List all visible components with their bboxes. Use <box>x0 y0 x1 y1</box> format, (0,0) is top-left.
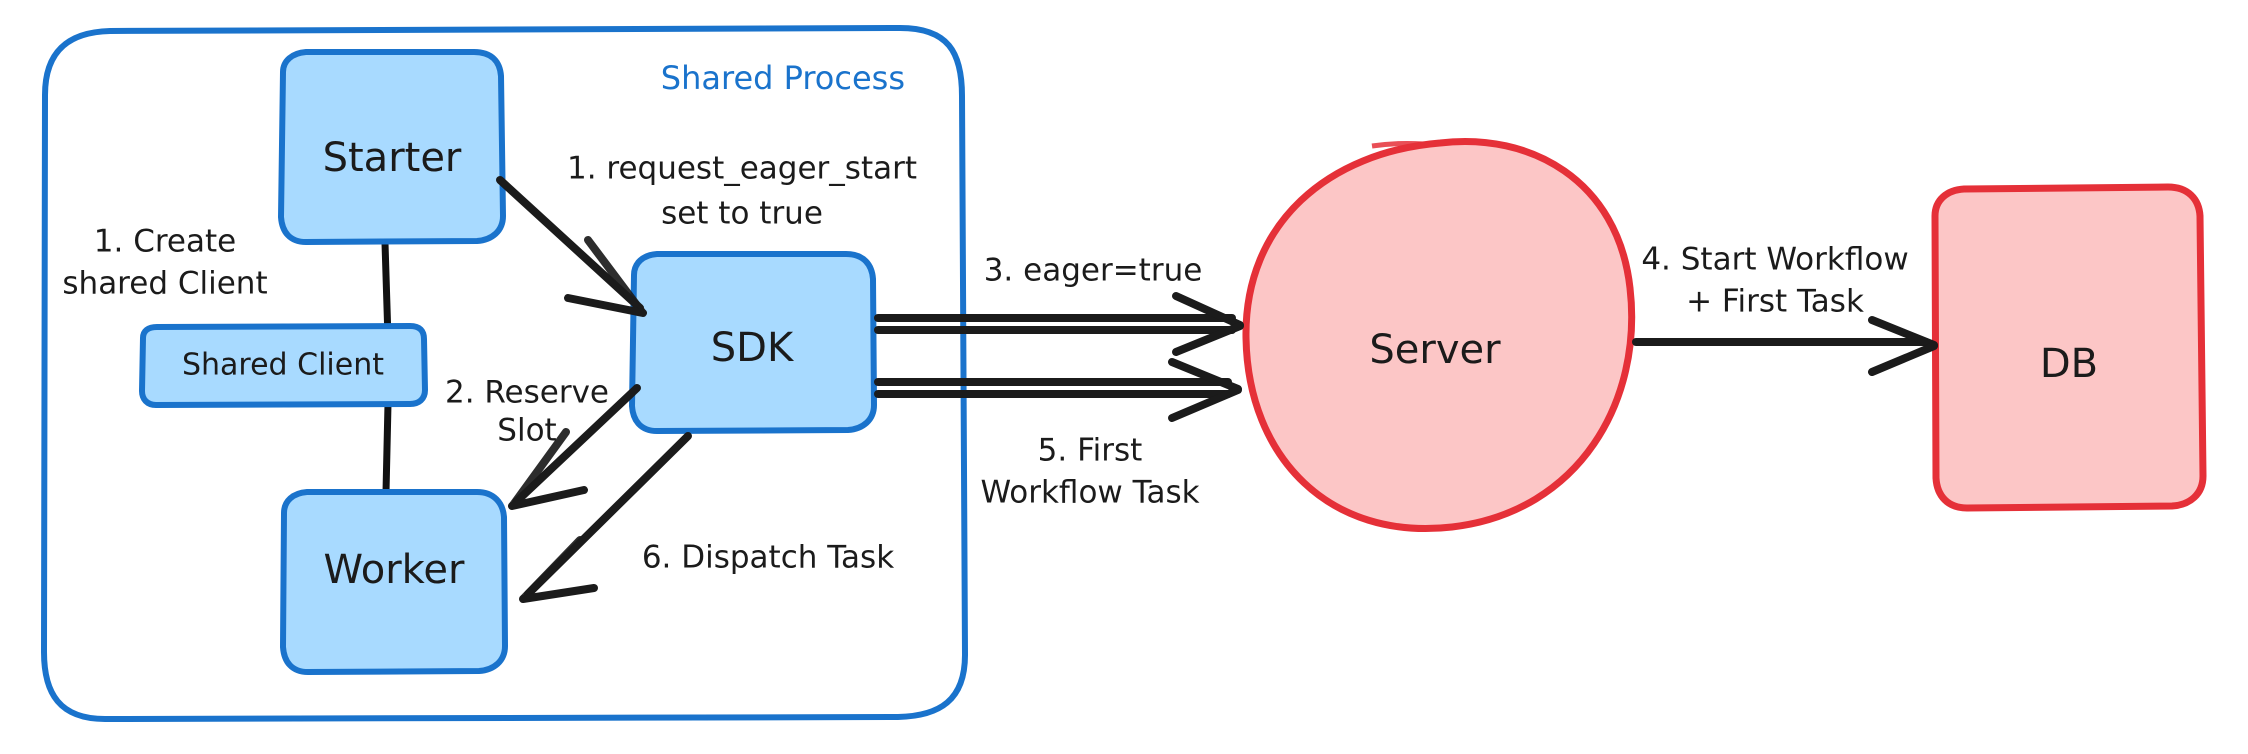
edge-2-reserve-slot: 2. Reserve Slot <box>445 375 641 510</box>
node-starter[interactable]: Starter <box>277 49 507 246</box>
edge-2-label-line-2: Slot <box>497 413 556 449</box>
annotation-1-label-line-2: shared Client <box>62 266 267 302</box>
node-db-fill <box>1935 187 2203 508</box>
edge-4-label-line-1: 4. Start Workflow <box>1641 242 1908 278</box>
node-sdk-fill <box>632 254 874 431</box>
edge-2-label-line-1: 2. Reserve <box>445 375 609 411</box>
shared-process-title: Shared Process <box>661 59 905 97</box>
node-server-sketch-overshoot <box>1371 140 1425 149</box>
edge-5-first-workflow-task: 5. First Workflow Task <box>874 358 1242 511</box>
node-server[interactable]: Server <box>1242 138 1636 532</box>
shared-process-border <box>40 24 969 723</box>
node-shared-client-border <box>138 322 429 409</box>
node-server-label: Server <box>1369 327 1501 373</box>
edge-4-label-line-2: + First Task <box>1686 284 1864 320</box>
edge-1-label-line-1: 1. request_eager_start <box>567 151 917 187</box>
node-sdk-label: SDK <box>711 325 795 371</box>
node-starter-fill <box>281 52 503 242</box>
shared-client-connector <box>381 239 392 496</box>
node-shared-client-label: Shared Client <box>182 348 384 383</box>
annotation-1-label-line-1: 1. Create <box>94 224 236 260</box>
edge-3-label: 3. eager=true <box>984 253 1203 289</box>
node-sdk[interactable]: SDK <box>628 251 878 435</box>
node-db[interactable]: DB <box>1931 183 2207 512</box>
annotation-create-shared-client: 1. Create shared Client <box>62 224 267 302</box>
node-worker-label: Worker <box>324 547 465 593</box>
node-db-border <box>1931 183 2207 512</box>
edge-6-label: 6. Dispatch Task <box>642 540 894 576</box>
node-shared-client[interactable]: Shared Client <box>138 322 429 409</box>
edge-1-request-eager-start: 1. request_eager_start set to true <box>496 151 917 317</box>
node-db-label: DB <box>2040 341 2098 387</box>
edge-6-dispatch-task: 6. Dispatch Task <box>519 432 894 603</box>
node-server-fill <box>1245 141 1632 529</box>
node-worker-fill <box>283 492 505 672</box>
edge-5-label-line-2: Workflow Task <box>980 475 1199 511</box>
edge-1-label-line-2: set to true <box>661 196 823 232</box>
edge-5-label-line-1: 5. First <box>1038 433 1143 469</box>
node-worker-border <box>279 489 509 676</box>
edge-4-start-workflow: 4. Start Workflow + First Task <box>1632 242 1938 376</box>
node-sdk-border <box>628 251 878 435</box>
node-server-border <box>1242 138 1636 532</box>
edge-3-eager-true: 3. eager=true <box>874 253 1244 356</box>
node-starter-label: Starter <box>323 135 462 181</box>
group-shared-process: Shared Process <box>40 24 969 723</box>
node-shared-client-fill <box>142 326 425 405</box>
node-starter-border <box>277 49 507 246</box>
node-worker[interactable]: Worker <box>279 489 509 676</box>
